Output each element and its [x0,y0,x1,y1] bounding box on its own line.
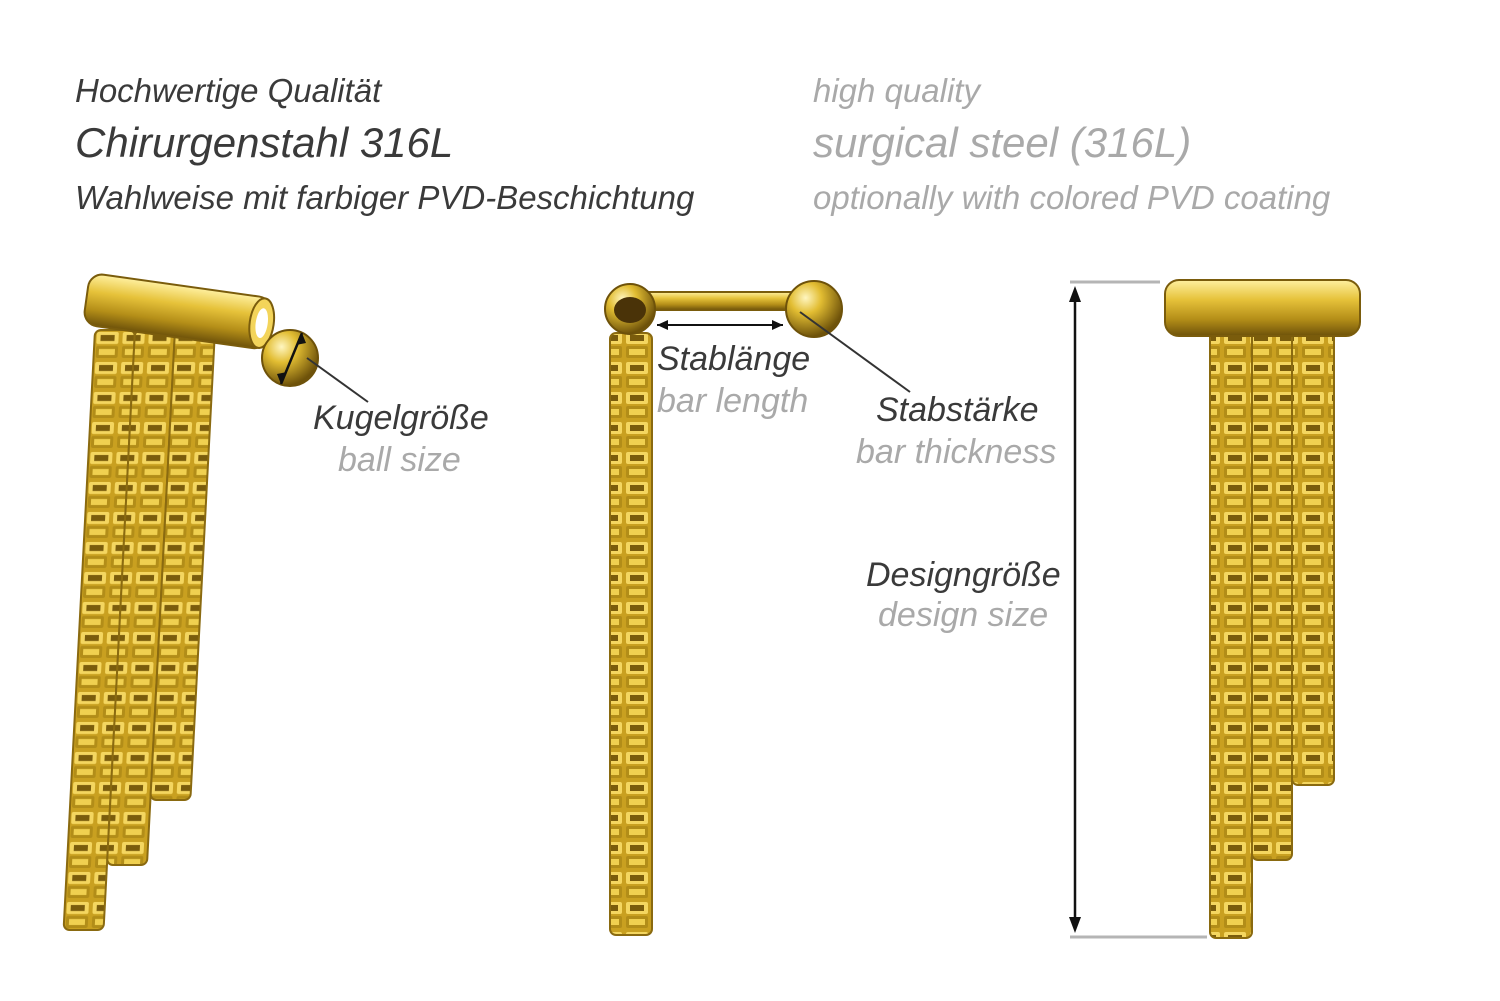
left-ball [261,329,319,387]
design-size-label-de: Designgröße [866,556,1061,594]
header-coating-en: optionally with colored PVD coating [813,179,1331,216]
bar-thickness-label-de: Stabstärke [876,391,1039,429]
right-product [1069,279,1361,939]
left-product [62,273,369,931]
middle-ball [785,280,843,338]
ball-size-label-en: ball size [338,441,461,479]
right-chain-1 [1209,329,1253,939]
bar-length-label-en: bar length [657,382,809,420]
header-material-en: surgical steel (316L) [813,119,1192,166]
bar-thickness-label-en: bar thickness [856,433,1057,471]
header-quality-en: high quality [813,72,980,109]
ball-size-label-de: Kugelgröße [313,399,489,437]
middle-chain [609,332,653,936]
design-size-label-en: design size [878,596,1049,634]
bar-length-label-de: Stablänge [657,340,811,378]
header-coating-de: Wahlweise mit farbiger PVD-Beschichtung [75,179,695,216]
header-quality-de: Hochwertige Qualität [75,72,382,109]
middle-product [604,280,911,936]
right-chain-2 [1251,329,1293,861]
header-material-de: Chirurgenstahl 316L [75,119,454,166]
right-tube [1164,279,1361,337]
middle-bar [629,291,811,311]
right-chain-3 [1291,329,1335,786]
